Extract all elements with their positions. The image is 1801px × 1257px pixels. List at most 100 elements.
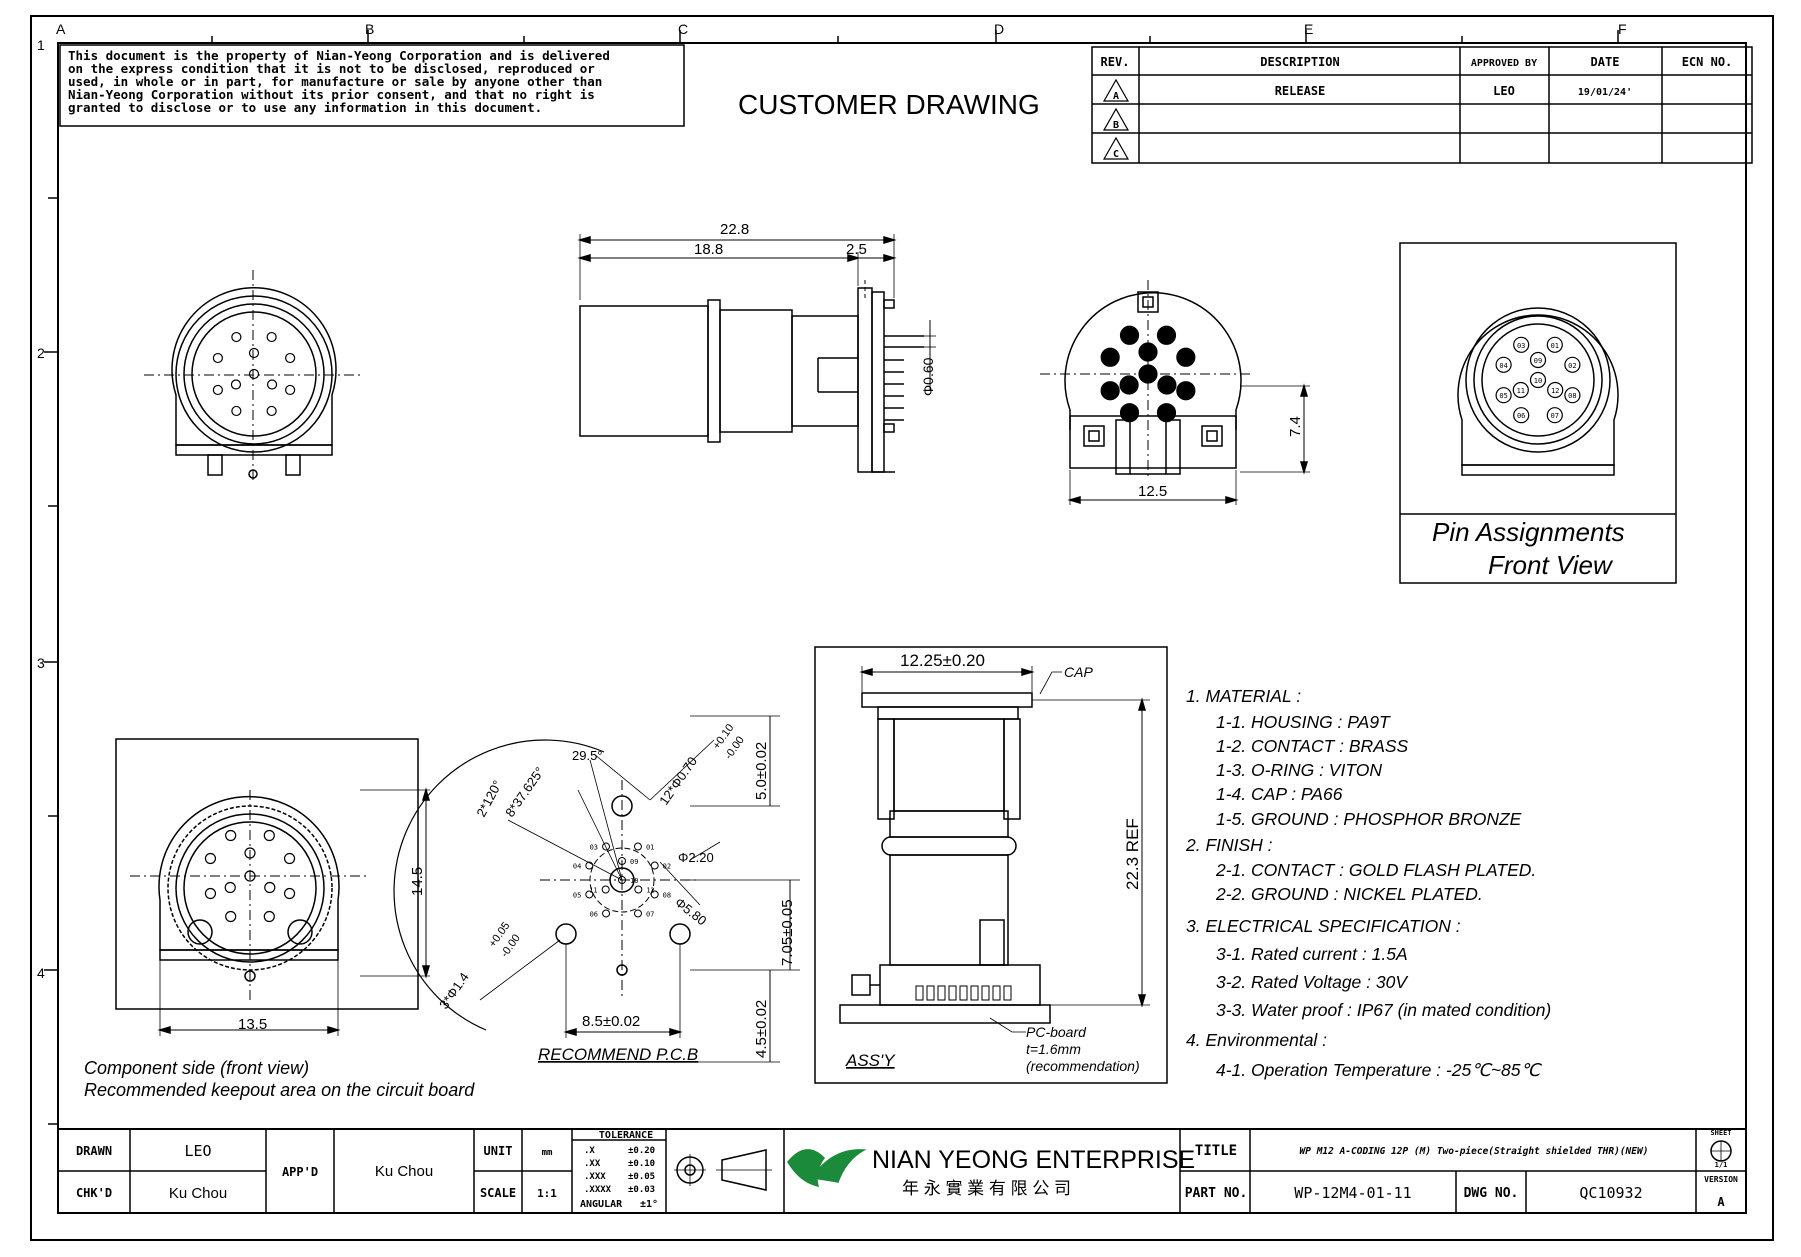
spec-line: 4. Environmental :: [1186, 1030, 1327, 1050]
tol-value: ±0.10: [628, 1159, 655, 1169]
pin-1: [266, 331, 277, 343]
spec-line: 1-3. O-RING : VITON: [1216, 760, 1382, 780]
pin-1: [1156, 325, 1177, 345]
spec-line: 3-3. Water proof : IP67 (in mated condit…: [1216, 1000, 1551, 1020]
pcb-pcd: Φ5.80: [672, 895, 709, 929]
contact-tooth: [959, 985, 968, 1001]
pcb-hole-center: Φ2.20: [678, 850, 714, 865]
pcb-hole: [650, 861, 659, 870]
partno-label: PART NO.: [1185, 1186, 1248, 1201]
rev-header-ecn: ECN NO.: [1682, 55, 1733, 69]
col-label-c: C: [678, 21, 688, 37]
drawn-label: DRAWN: [76, 1144, 112, 1158]
assy-pcb-note: (recommendation): [1026, 1058, 1140, 1074]
unit-label: UNIT: [484, 1144, 513, 1158]
assembly-pins: [915, 985, 1012, 1001]
pin-8: [1564, 387, 1581, 404]
rear-dim-height: 7.4: [1287, 416, 1304, 437]
pin-11: [1119, 375, 1139, 395]
pcb-pin-label: 09: [630, 858, 638, 866]
rev-header-rev: REV.: [1101, 55, 1130, 69]
pcb-hole: [585, 890, 594, 899]
pin-1: [1546, 336, 1563, 353]
pcb-dim-v3: 4.5±0.02: [753, 1000, 770, 1058]
tol-key: .XXXX: [584, 1185, 612, 1195]
tol-value: ±0.05: [628, 1172, 655, 1182]
pin-8: [1176, 381, 1196, 401]
row-label-3: 3: [37, 655, 45, 671]
chkd-label: CHK'D: [76, 1186, 112, 1200]
side-dim-total: 22.8: [720, 221, 749, 238]
pcb-dim-h: 8.5±0.02: [582, 1013, 640, 1030]
pin-label: 06: [1517, 412, 1525, 420]
keepout-dim-width: 13.5: [238, 1016, 267, 1033]
pin-1: [263, 829, 275, 842]
rev-a-description: RELEASE: [1275, 84, 1326, 98]
pin-7: [1546, 407, 1563, 424]
dwgno-value: QC10932: [1579, 1184, 1642, 1202]
pin-label: 03: [1517, 342, 1525, 350]
rev-a-approved: LEO: [1493, 84, 1515, 98]
spec-line: 3-2. Rated Voltage : 30V: [1216, 972, 1409, 992]
front-view: [144, 270, 362, 480]
pcb-angle-37: 8*37.625°: [502, 764, 547, 820]
pin-5: [204, 887, 217, 900]
notice-line-3: used, in whole or in part, for manufactu…: [68, 74, 602, 89]
pin-6: [1513, 407, 1530, 424]
pin-5: [1495, 387, 1512, 404]
pin-label: 09: [1534, 357, 1542, 365]
pcb-pin-label: 11: [589, 887, 597, 895]
rear-pins: [1100, 325, 1196, 423]
assy-dim-width: 12.25±0.20: [900, 651, 985, 670]
pcb-hole: [602, 909, 611, 918]
pin-12: [1157, 375, 1177, 395]
title-value: WP M12 A-CODING 12P (M) Two-piece(Straig…: [1300, 1146, 1649, 1157]
pcb-pin-label: 08: [663, 891, 671, 899]
spec-line: 4-1. Operation Temperature : -25℃~85℃: [1216, 1060, 1543, 1080]
pcb-hole: [585, 861, 594, 870]
contact-tooth: [992, 985, 1001, 1001]
pin-10: [248, 368, 260, 380]
pin-7: [1156, 403, 1177, 423]
scale-value: 1:1: [537, 1187, 557, 1200]
pin-3: [1119, 325, 1140, 345]
pcb-pin-label: 01: [646, 844, 654, 852]
assembly-view: 12.25±0.20 CAP 22.3 REF PC-board t=1.6mm…: [814, 646, 1168, 1084]
pin-2: [1176, 347, 1196, 367]
rev-a-date: 19/01/24': [1578, 87, 1632, 98]
pcb-pin-label: 04: [573, 863, 581, 871]
tol-key: .XX: [584, 1159, 601, 1169]
pin-10: [1529, 371, 1547, 389]
pcb-caption: RECOMMEND P.C.B: [538, 1045, 698, 1064]
pin-4: [1100, 347, 1120, 367]
pin-2: [283, 852, 296, 865]
scale-label: SCALE: [480, 1186, 516, 1200]
specifications: 1. MATERIAL : 1-1. HOUSING : PA9T 1-2. C…: [1185, 686, 1551, 1080]
pcb-hole: [601, 885, 610, 894]
tol-key: .XXX: [584, 1172, 606, 1182]
notice-line-5: granted to disclose or to use any inform…: [68, 100, 542, 115]
pcb-angle-120: 2*120°: [473, 778, 505, 820]
spec-line: 1-2. CONTACT : BRASS: [1216, 736, 1409, 756]
pcb-angle-29: 29.5°: [572, 748, 603, 763]
assy-caption: ASS'Y: [845, 1051, 896, 1070]
pin-9: [248, 347, 260, 359]
pin-8: [283, 887, 296, 900]
pin-12: [1547, 381, 1564, 399]
chkd-value: Ku Chou: [169, 1185, 227, 1202]
pcb-dim-v2: 7.05±0.05: [779, 899, 796, 966]
spec-line: 1. MATERIAL :: [1186, 686, 1301, 706]
rear-dim-width: 12.5: [1138, 483, 1167, 500]
keepout-caption-2: Recommended keepout area on the circuit …: [84, 1080, 475, 1100]
pin-10: [244, 870, 256, 882]
pin-2: [1564, 356, 1581, 373]
rev-b-letter: B: [1113, 120, 1119, 131]
pin-5: [212, 384, 223, 396]
drawn-value: LEO: [184, 1142, 211, 1160]
pin-label: 07: [1551, 412, 1559, 420]
pin-10: [1138, 364, 1158, 384]
notice-line-2: on the express condition that it is not …: [68, 61, 595, 76]
